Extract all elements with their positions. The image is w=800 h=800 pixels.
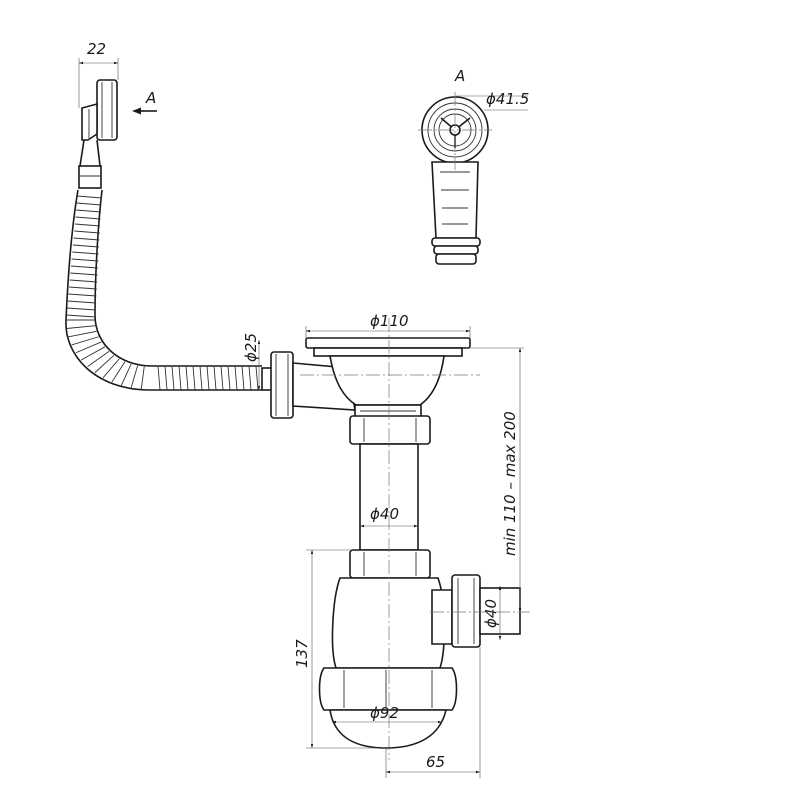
hose-rib [199, 365, 203, 391]
hose-rib [94, 354, 115, 373]
hose-rib [164, 365, 168, 391]
hose-rib [67, 300, 97, 304]
hose-rib [241, 365, 245, 391]
dimension-outlet-diameter: ϕ40 [482, 586, 502, 640]
hose-rib [68, 330, 97, 338]
dimension-trap-diameter: ϕ92 [332, 704, 442, 724]
dimension-outlet-diameter-label: ϕ40 [482, 599, 500, 628]
hose-rib [70, 272, 98, 276]
dimension-outlet-offset-label: 65 [426, 753, 445, 771]
sink-strainer-bowl [305, 337, 471, 418]
hose-rib [227, 365, 231, 391]
hose-rib [87, 350, 110, 368]
hose-rib [72, 244, 100, 248]
hose-rib [80, 346, 106, 361]
hose-rib [73, 237, 100, 241]
hose-rib [157, 365, 161, 391]
hose-rib [69, 286, 97, 290]
view-a-arrow: A [132, 89, 157, 115]
view-a-marker-label: A [145, 89, 156, 107]
dimension-overflow-diameter-label: ϕ25 [242, 333, 260, 362]
hose-rib [206, 365, 210, 391]
hose-rib [72, 251, 99, 255]
hose-rib [185, 365, 189, 391]
hose-rib [70, 265, 98, 269]
dimension-outlet-offset: 65 [385, 647, 481, 778]
hose-rib [102, 358, 120, 379]
hose-rib [74, 230, 100, 234]
dimension-outlet-width: 22 [78, 40, 119, 108]
hose-rib [76, 202, 102, 206]
centre-lines [300, 92, 530, 760]
hose-rib [248, 365, 252, 391]
dimension-height-range-label: min 110 – max 200 [501, 411, 519, 556]
hose-rib [68, 293, 97, 297]
dimension-pipe-diameter-label: ϕ40 [370, 505, 399, 523]
dimension-overflow-diameter: ϕ25 [242, 333, 261, 390]
dimension-outlet-width-label: 22 [87, 40, 106, 58]
hose-rib [76, 209, 101, 213]
hose-rib [71, 336, 99, 346]
lower-nut [349, 549, 431, 579]
dimension-trap-diameter-label: ϕ92 [370, 704, 399, 722]
hose-rib [140, 366, 145, 390]
hose-rib [69, 279, 98, 283]
hose-rib [77, 195, 102, 199]
view-a-diameter-label: ϕ41.5 [486, 90, 529, 108]
view-a-detail: A ϕ41.5 [421, 67, 529, 265]
dimension-trap-height: 137 [293, 549, 386, 749]
bottle-trap-body [318, 577, 458, 749]
hose-rib [66, 314, 96, 318]
hose-rib [71, 258, 99, 262]
hose-rib [178, 365, 182, 391]
overflow-head [78, 79, 118, 189]
upper-nut [349, 415, 431, 445]
hose-rib [120, 363, 132, 386]
hose-rib [213, 365, 217, 391]
view-a-title: A [454, 67, 465, 85]
hose-rib [67, 307, 96, 311]
hose-rib [192, 365, 196, 391]
hose-rib [75, 341, 102, 354]
hose-rib [130, 365, 139, 389]
hose-rib [66, 325, 96, 329]
hose-rib [74, 223, 101, 227]
hose-rib [171, 365, 175, 391]
hose-rib [220, 365, 224, 391]
dimension-bowl-diameter: ϕ110 [305, 312, 471, 338]
hose-rib [111, 361, 126, 383]
hose-rib [255, 365, 259, 391]
corrugated-overflow-hose [65, 189, 262, 391]
hose-rib [75, 216, 101, 220]
dimension-trap-height-label: 137 [293, 639, 311, 668]
hose-rib [234, 365, 238, 391]
dimension-height-range: min 110 – max 200 [470, 347, 524, 612]
